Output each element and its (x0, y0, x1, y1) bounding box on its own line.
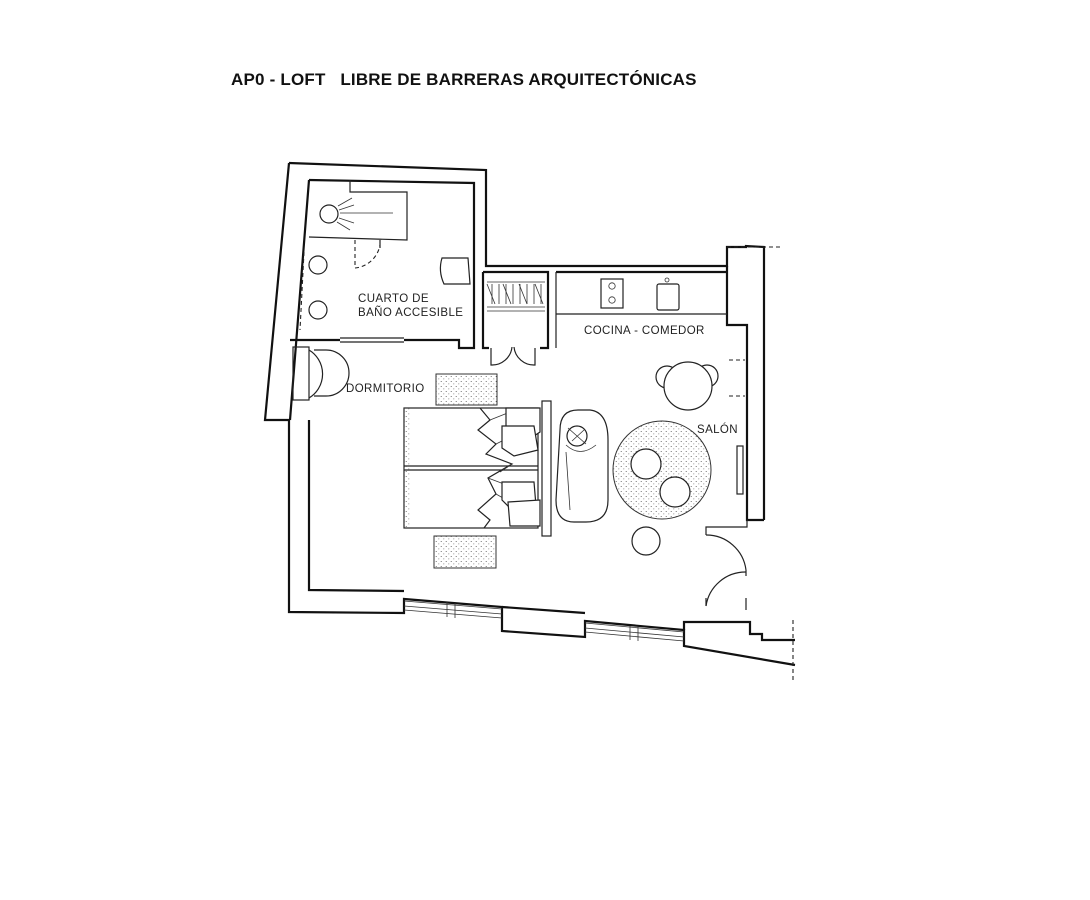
living-label: SALÓN (697, 423, 738, 436)
pillow (507, 499, 541, 527)
rug (435, 373, 498, 406)
dining-table (663, 361, 713, 411)
bathroom-label-line1: CUARTO DE (358, 293, 429, 305)
bathroom-label-line2: BAÑO ACCESIBLE (358, 306, 463, 319)
cooktop-icon (600, 278, 624, 309)
kitchen: COCINA - COMEDOR (555, 270, 745, 411)
stool (631, 526, 661, 556)
stool (659, 476, 691, 508)
plan-title: AP0 - LOFT LIBRE DE BARRERAS ARQUITECTÓN… (231, 70, 697, 89)
closet (481, 270, 550, 366)
rug (433, 535, 497, 569)
bedroom-label: DORMITORIO (346, 383, 425, 395)
toilet-icon (439, 257, 471, 285)
bathroom: CUARTO DE BAÑO ACCESIBLE (290, 180, 476, 350)
bed (403, 400, 552, 537)
living-room: SALÓN (555, 409, 747, 607)
sink-icon (308, 255, 328, 275)
kitchen-label: COCINA - COMEDOR (584, 325, 705, 337)
sink-icon (308, 300, 328, 320)
kitchen-sink-icon (656, 283, 680, 311)
outer-walls (263, 161, 796, 680)
stool (630, 448, 662, 480)
bedroom: DORMITORIO (292, 346, 552, 569)
pillow (501, 425, 539, 457)
radiator (736, 445, 744, 495)
shower-head-icon (319, 204, 339, 224)
bottom-windows (403, 600, 685, 642)
